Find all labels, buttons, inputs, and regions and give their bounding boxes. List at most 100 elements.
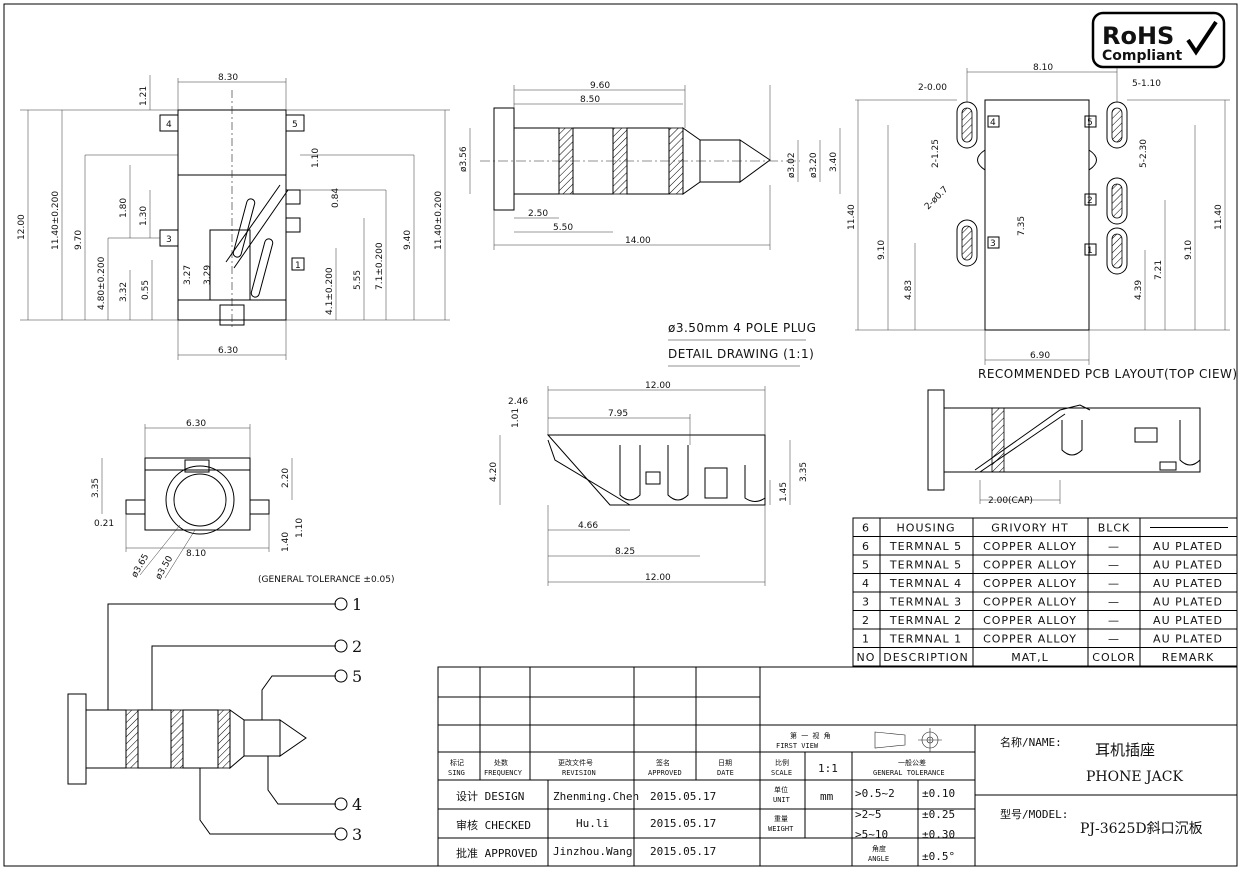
svg-text:SING: SING	[448, 769, 465, 777]
svg-text:1: 1	[295, 261, 301, 271]
svg-text:ø3.65: ø3.65	[130, 552, 151, 579]
svg-text:9.70: 9.70	[74, 230, 84, 250]
svg-text:1.45: 1.45	[779, 482, 789, 502]
dim-top-bottom: 6.30	[218, 346, 238, 356]
check-icon	[1186, 20, 1218, 56]
bom-header-cell: MAT,L	[1011, 651, 1049, 664]
pin-label-1: 1	[352, 595, 362, 614]
design-label: 设计 DESIGN	[456, 790, 524, 803]
svg-text:DATE: DATE	[717, 769, 734, 777]
svg-text:1:1: 1:1	[818, 762, 838, 775]
front-view: 6.30 8.10 3.35 2.20 0.21 1.40 1.10 ø3.65…	[91, 419, 395, 585]
svg-text:7.35: 7.35	[1017, 216, 1027, 236]
svg-text:9.10: 9.10	[877, 240, 887, 260]
svg-text:±0.25: ±0.25	[922, 808, 955, 821]
tolerance-note: (GENERAL TOLERANCE ±0.05)	[258, 575, 395, 585]
bom-cell: 1	[862, 633, 870, 646]
bom-header-cell: DESCRIPTION	[883, 651, 968, 664]
plug-detail-view: 9.60 8.50 14.00 5.50 2.50 ø3.56 ø3.02 ø3…	[459, 81, 841, 367]
svg-text:标记: 标记	[450, 758, 464, 767]
svg-text:UNIT: UNIT	[773, 796, 791, 804]
svg-text:9.60: 9.60	[590, 81, 610, 91]
svg-text:1: 1	[1087, 246, 1093, 256]
svg-text:第 一 视 角: 第 一 视 角	[790, 731, 831, 740]
rohs-text: RoHS	[1102, 22, 1174, 50]
bom-cell: COPPER ALLOY	[983, 633, 1077, 646]
svg-text:FIRST VIEW: FIRST VIEW	[776, 742, 819, 750]
svg-text:1.10: 1.10	[295, 518, 305, 538]
svg-text:REVISION: REVISION	[562, 769, 596, 777]
svg-text:7.1±0.200: 7.1±0.200	[375, 242, 385, 290]
svg-text:2.46: 2.46	[508, 397, 528, 407]
svg-text:7.21: 7.21	[1154, 260, 1164, 280]
svg-text:11.40±0.200: 11.40±0.200	[51, 191, 61, 250]
bom-cell: AU PLATED	[1153, 540, 1223, 553]
svg-text:4: 4	[990, 118, 996, 128]
pin-label-3: 3	[352, 825, 362, 844]
svg-text:8.10: 8.10	[186, 549, 206, 559]
part-name-en: PHONE JACK	[1086, 769, 1183, 785]
svg-text:5: 5	[292, 120, 298, 130]
svg-text:9.10: 9.10	[1184, 240, 1194, 260]
svg-text:4.39: 4.39	[1134, 280, 1144, 300]
bom-cell: 6	[862, 540, 870, 553]
svg-text:2-ø0.7: 2-ø0.7	[923, 185, 950, 212]
bom-cell: COPPER ALLOY	[983, 559, 1077, 572]
bom-cell: TERMNAL 1	[889, 633, 962, 646]
pcb-layout-view: 4 3 5 2 1 8.10 6.90 11.40 9.10 4.83 11.4…	[847, 63, 1238, 381]
dim-top-width: 8.30	[218, 73, 238, 83]
bom-cell: —	[1108, 614, 1120, 627]
svg-text:更改文件号: 更改文件号	[558, 758, 593, 767]
svg-text:3.35: 3.35	[91, 478, 101, 498]
svg-text:8.10: 8.10	[1033, 63, 1053, 73]
bom-cell: TERMNAL 5	[889, 540, 962, 553]
pcb-title: RECOMMENDED PCB LAYOUT(TOP CIEW)	[978, 367, 1238, 381]
design-name: Zhenming.Chen	[553, 790, 639, 803]
bom-cell: —	[1108, 559, 1120, 572]
bom-cell: AU PLATED	[1153, 577, 1223, 590]
name-label: 名称/NAME:	[1000, 735, 1062, 749]
svg-text:3.27: 3.27	[183, 265, 193, 285]
svg-text:3.29: 3.29	[203, 265, 213, 285]
svg-text:11.40: 11.40	[1214, 204, 1224, 230]
title-block-text: 标记 SING 处数 FREQUENCY 更改文件号 REVISION 签名 A…	[448, 731, 1203, 863]
svg-text:一般公差: 一般公差	[898, 758, 926, 767]
bom-cell: 5	[862, 559, 870, 572]
svg-text:12.00: 12.00	[17, 214, 27, 240]
approved-name: Jinzhou.Wang	[553, 845, 632, 858]
svg-text:3: 3	[990, 239, 996, 249]
bom-cell: 4	[862, 577, 870, 590]
bom-cell: BLCK	[1098, 522, 1131, 535]
svg-text:8.25: 8.25	[615, 547, 635, 557]
svg-text:7.95: 7.95	[608, 409, 628, 419]
svg-text:0.84: 0.84	[331, 188, 341, 208]
svg-text:3.32: 3.32	[119, 282, 129, 302]
svg-text:±0.10: ±0.10	[922, 787, 955, 800]
svg-text:5.50: 5.50	[553, 223, 573, 233]
pin-callout: 1 2 5 4 3	[67, 595, 362, 844]
svg-text:5.55: 5.55	[353, 270, 363, 290]
svg-text:5-2.30: 5-2.30	[1139, 139, 1149, 168]
svg-text:ø3.50: ø3.50	[154, 554, 176, 581]
svg-text:>5~10: >5~10	[855, 828, 888, 841]
bom-cell: COPPER ALLOY	[983, 577, 1077, 590]
model-number: PJ-3625D斜口沉板	[1080, 821, 1203, 837]
bom-cell: AU PLATED	[1153, 633, 1223, 646]
svg-text:±0.5°: ±0.5°	[922, 850, 955, 863]
svg-text:2.00(CAP): 2.00(CAP)	[988, 496, 1033, 506]
bom-cell: COPPER ALLOY	[983, 614, 1077, 627]
checked-name: Hu.li	[576, 817, 609, 830]
svg-text:4.80±0.200: 4.80±0.200	[97, 256, 107, 310]
svg-text:处数: 处数	[494, 758, 508, 767]
svg-text:0.21: 0.21	[94, 519, 114, 529]
svg-text:2015.05.17: 2015.05.17	[650, 845, 716, 858]
bom-cell: AU PLATED	[1153, 559, 1223, 572]
svg-text:1.30: 1.30	[139, 206, 149, 226]
bom-cell: GRIVORY HT	[991, 522, 1069, 535]
svg-text:12.00: 12.00	[645, 573, 671, 583]
bom-cell: —	[1108, 577, 1120, 590]
svg-text:12.00: 12.00	[645, 381, 671, 391]
svg-text:±0.30: ±0.30	[922, 828, 955, 841]
svg-text:4.66: 4.66	[578, 521, 598, 531]
